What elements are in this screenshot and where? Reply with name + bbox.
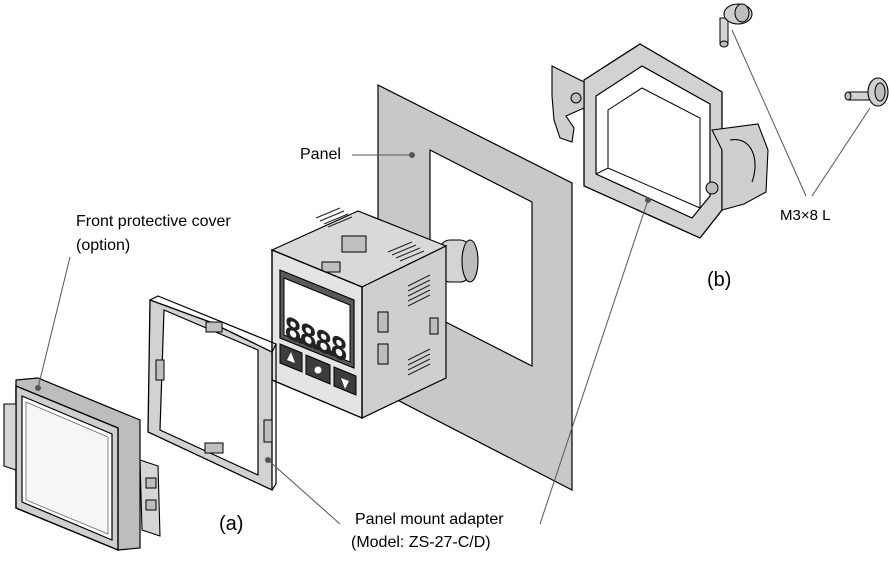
- part-a-label: (a): [219, 513, 244, 535]
- leader-screw-lower: [811, 107, 871, 197]
- panel-label: Panel: [300, 146, 341, 163]
- front-buttons: [279, 343, 357, 396]
- rear-connector: [439, 239, 479, 283]
- front-protective-cover: [3, 377, 161, 552]
- side-vents: [377, 274, 439, 376]
- leader-front-cover: [37, 256, 71, 389]
- leader-adapter-b: [539, 199, 649, 525]
- front-cover-label-line2: (option): [76, 237, 131, 254]
- front-cover-label-line1: Front protective cover: [76, 213, 231, 230]
- sensor-unit: [270, 207, 479, 420]
- mounting-bracket-b: [551, 43, 769, 239]
- top-vents: [315, 207, 425, 273]
- screw-upper: [719, 3, 753, 48]
- leader-lines: [35, 29, 871, 525]
- adapter-label-line2: (Model: ZS-27-C/D): [351, 534, 491, 551]
- part-b-label: (b): [707, 269, 732, 291]
- adapter-label-line1: Panel mount adapter: [355, 511, 504, 528]
- screw-lower: [844, 77, 889, 107]
- leader-screw-upper: [731, 29, 807, 197]
- leader-adapter-a: [267, 459, 341, 525]
- screw-label: M3×8 L: [780, 207, 831, 224]
- panel-mount-adapter-a: [147, 295, 277, 492]
